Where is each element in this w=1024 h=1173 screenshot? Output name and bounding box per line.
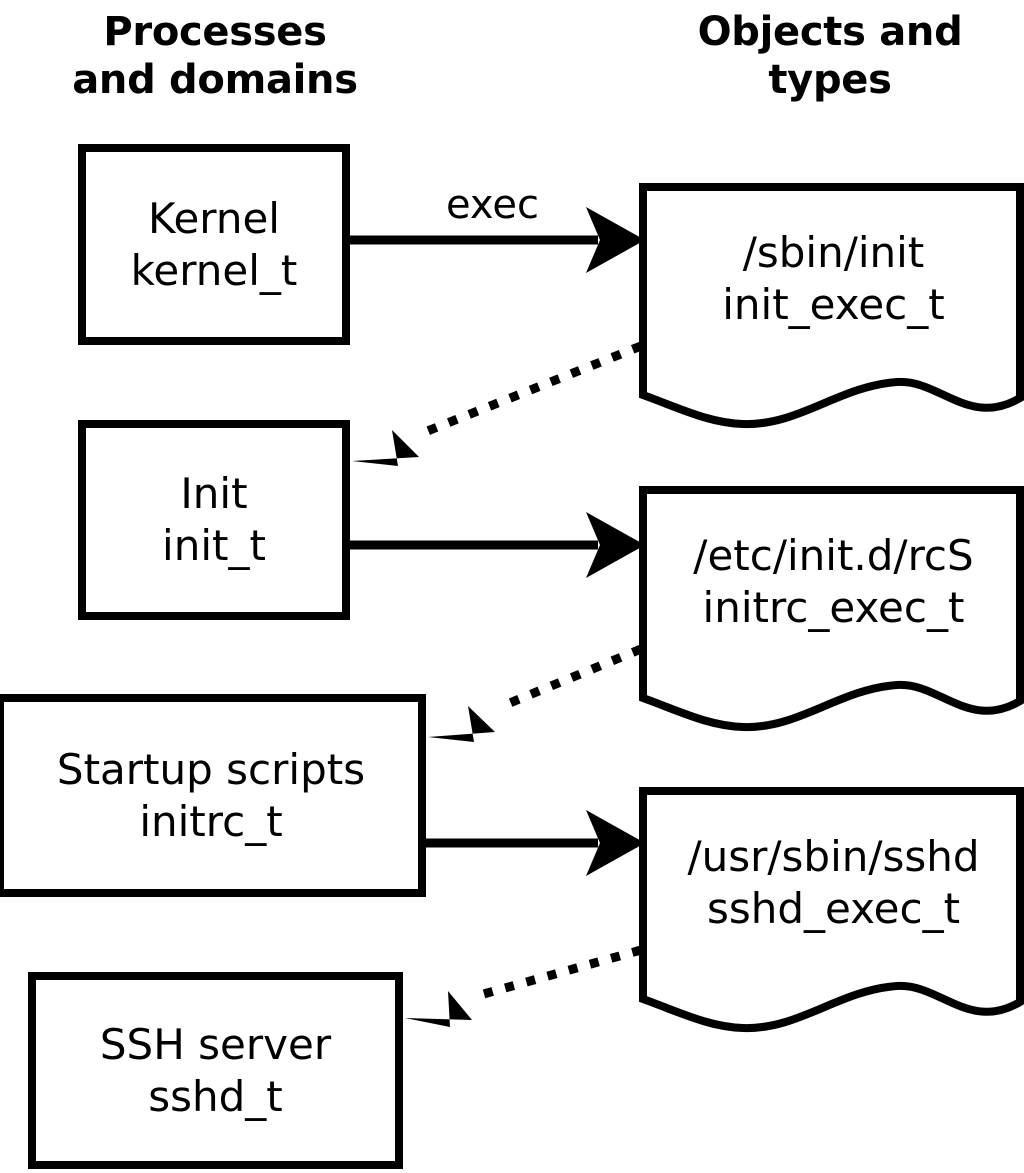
process-type-startup-scripts: initrc_t — [139, 796, 283, 846]
process-type-kernel: kernel_t — [130, 245, 298, 295]
process-type-ssh-server: sshd_t — [148, 1071, 283, 1121]
edge-label-exec: exec — [446, 182, 539, 228]
process-box-ssh-server[interactable]: SSH server sshd_t — [28, 972, 403, 1169]
process-name-ssh-server: SSH server — [99, 1019, 332, 1069]
process-box-init[interactable]: Init init_t — [78, 420, 350, 620]
column-heading-objects: Objects and types — [697, 9, 963, 103]
process-name-init: Init — [180, 469, 248, 518]
process-type-init: init_t — [162, 521, 266, 570]
process-box-kernel[interactable]: Kernel kernel_t — [78, 144, 350, 345]
process-box-startup-scripts[interactable]: Startup scripts initrc_t — [0, 694, 426, 897]
column-heading-processes: Processes and domains — [72, 9, 358, 103]
process-name-kernel: Kernel — [148, 193, 280, 243]
process-name-startup-scripts: Startup scripts — [56, 744, 366, 794]
